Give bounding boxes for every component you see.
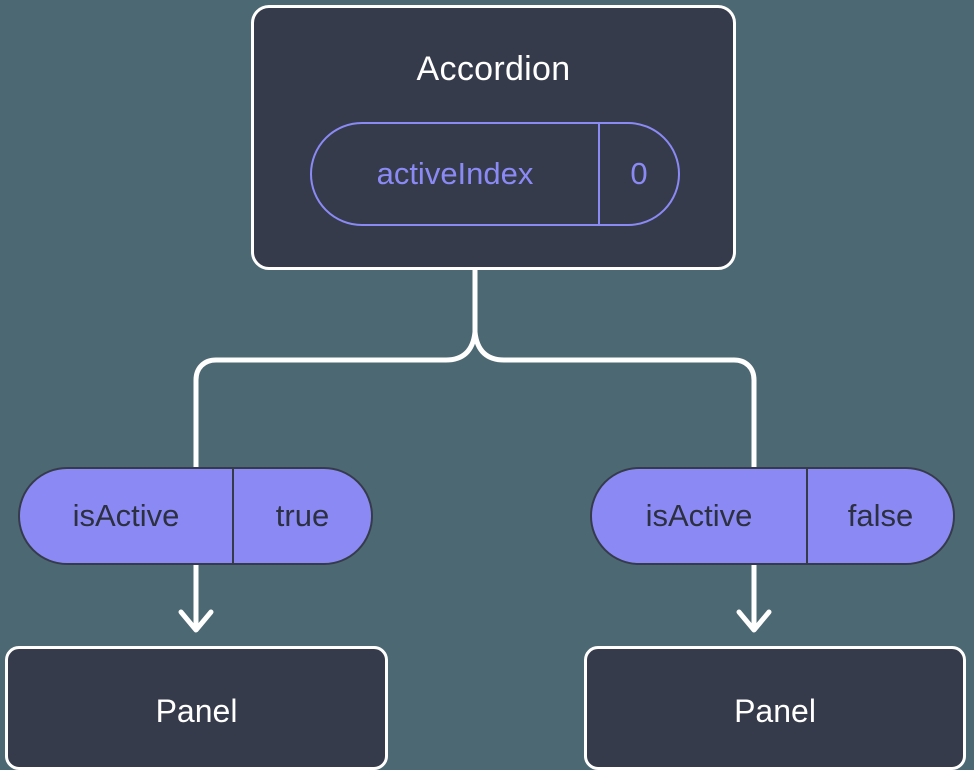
node-accordion[interactable]: Accordion activeIndex 0 bbox=[251, 5, 736, 270]
node-panel-left-label: Panel bbox=[155, 693, 238, 729]
node-panel-left[interactable]: Panel bbox=[5, 646, 388, 770]
prop-badge-value: true bbox=[275, 498, 330, 533]
arrowhead-right-icon bbox=[736, 609, 772, 633]
prop-badge-key: isActive bbox=[20, 469, 234, 563]
prop-badge-key: isActive bbox=[592, 469, 808, 563]
prop-badge-isactive-true[interactable]: isActive true bbox=[18, 467, 373, 565]
state-badge-activeindex[interactable]: activeIndex 0 bbox=[310, 122, 680, 226]
node-accordion-title: Accordion bbox=[416, 50, 571, 88]
arrowhead-left-icon bbox=[178, 609, 214, 633]
prop-badge-value: false bbox=[847, 498, 914, 533]
state-badge-key: activeIndex bbox=[312, 124, 600, 224]
node-panel-right[interactable]: Panel bbox=[584, 646, 966, 770]
node-panel-right-label: Panel bbox=[734, 693, 816, 729]
state-badge-value: 0 bbox=[630, 156, 648, 191]
prop-badge-isactive-false[interactable]: isActive false bbox=[590, 467, 955, 565]
